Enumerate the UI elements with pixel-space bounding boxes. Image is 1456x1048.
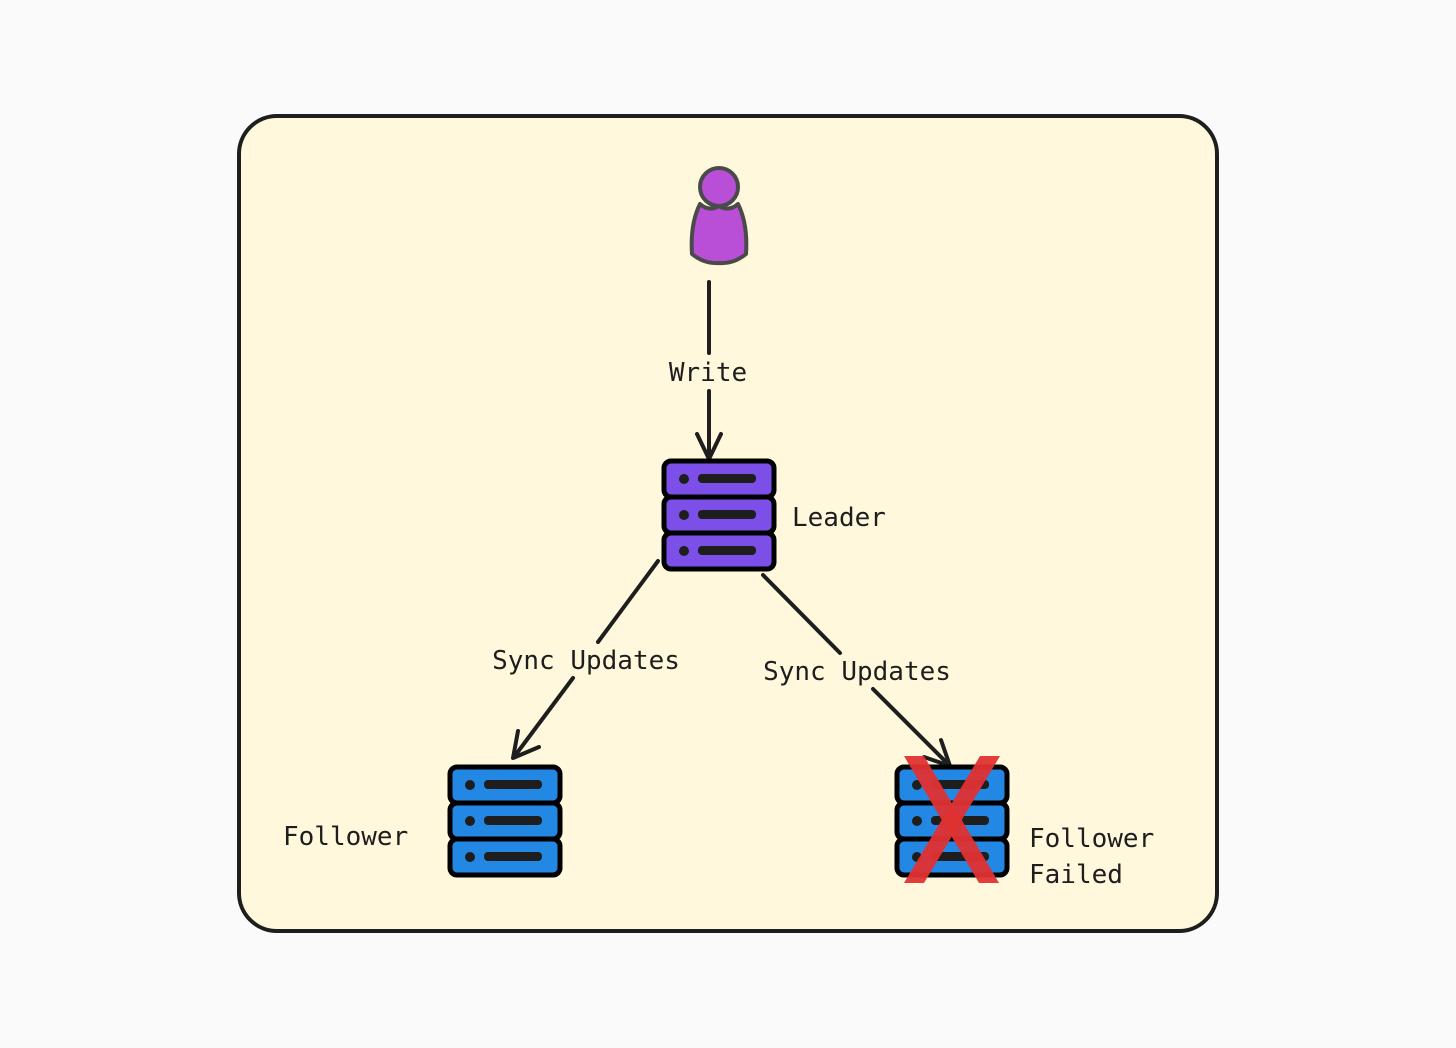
follower-server-icon — [447, 764, 563, 878]
write-label: Write — [669, 358, 747, 388]
sync-right-label: Sync Updates — [763, 657, 951, 687]
failed-follower-label-line1: Follower — [1029, 824, 1154, 854]
leader-label: Leader — [792, 503, 886, 533]
sync-left-label: Sync Updates — [492, 646, 680, 676]
person-icon — [689, 166, 749, 266]
leader-server-icon — [661, 458, 777, 572]
follower-label: Follower — [283, 822, 408, 852]
failed-follower-label-line2: Failed — [1029, 860, 1123, 890]
sync-left-arrow — [511, 559, 660, 760]
cross-icon — [904, 756, 1000, 883]
